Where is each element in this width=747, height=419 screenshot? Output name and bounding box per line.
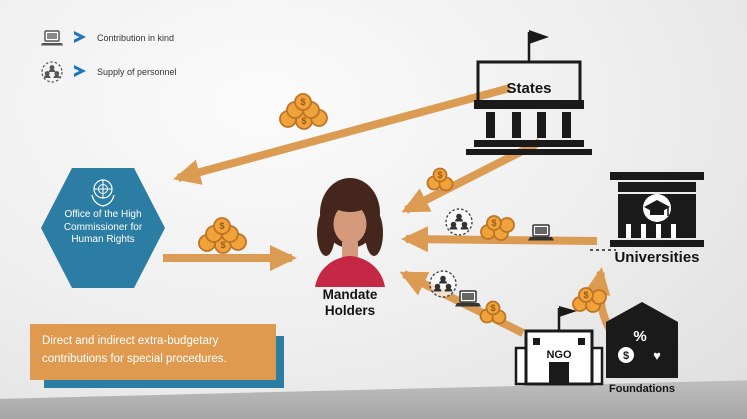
svg-text:$: $: [583, 290, 588, 300]
laptop-icon: [40, 30, 64, 46]
states-label: States: [506, 80, 551, 97]
flag-icon: [529, 30, 549, 44]
ngo-label: NGO: [546, 349, 572, 361]
coins-icon: $: [479, 300, 507, 325]
node-foundations: % $ ♥ Foundations: [606, 302, 678, 395]
mandate-holders-figure: [315, 178, 385, 287]
coins-icon: $: [426, 167, 454, 192]
arrow-states-to-ohchr: [173, 84, 512, 185]
legend-item-supply-of-personnel: Supply of personnel: [40, 60, 177, 84]
legend-item-contribution-in-kind: Contribution in kind: [40, 30, 177, 46]
chevron-right-icon: [73, 30, 88, 46]
node-ngo: NGO: [514, 306, 604, 386]
svg-text:$: $: [301, 116, 306, 126]
flag-icon: [559, 306, 577, 317]
coins-icon: $: [572, 287, 607, 313]
svg-text:$: $: [219, 221, 224, 231]
svg-text:$: $: [490, 303, 495, 313]
laptop-icon: [528, 224, 554, 241]
percent-icon: %: [633, 328, 646, 345]
legend-label: Contribution in kind: [97, 33, 175, 43]
ohchr-label: Office of the High Commissioner for Huma…: [63, 209, 143, 245]
dollar-circle-icon: [618, 347, 634, 363]
personnel-icon: [40, 60, 64, 84]
mandate-holders-label: Mandate Holders: [322, 287, 378, 318]
coins-icon: $ $: [279, 93, 328, 130]
coins-icon: $ $: [198, 217, 247, 254]
svg-text:$: $: [300, 97, 305, 107]
legend-label: Supply of personnel: [97, 67, 177, 77]
coins-icon: $: [480, 215, 515, 241]
legend: Contribution in kind Supply of personnel: [40, 30, 177, 84]
heart-icon: ♥: [653, 348, 661, 363]
svg-text:$: $: [491, 218, 496, 228]
node-universities: Universities: [610, 172, 704, 266]
svg-text:$: $: [437, 170, 442, 180]
foundations-label: Foundations: [609, 383, 675, 395]
caption-box: Direct and indirect extra-budgetary cont…: [30, 324, 276, 380]
universities-label: Universities: [614, 249, 699, 266]
node-states: States: [466, 30, 592, 155]
dollar-icon: $: [623, 350, 629, 362]
personnel-icon: [429, 270, 457, 298]
svg-text:$: $: [220, 240, 225, 250]
graduation-cap-icon: [644, 200, 670, 216]
un-emblem-icon: [91, 179, 115, 207]
personnel-icon: [445, 208, 473, 236]
laptop-icon: [455, 290, 481, 307]
node-ohchr: Office of the High Commissioner for Huma…: [41, 168, 165, 288]
chevron-right-icon: [73, 64, 88, 80]
